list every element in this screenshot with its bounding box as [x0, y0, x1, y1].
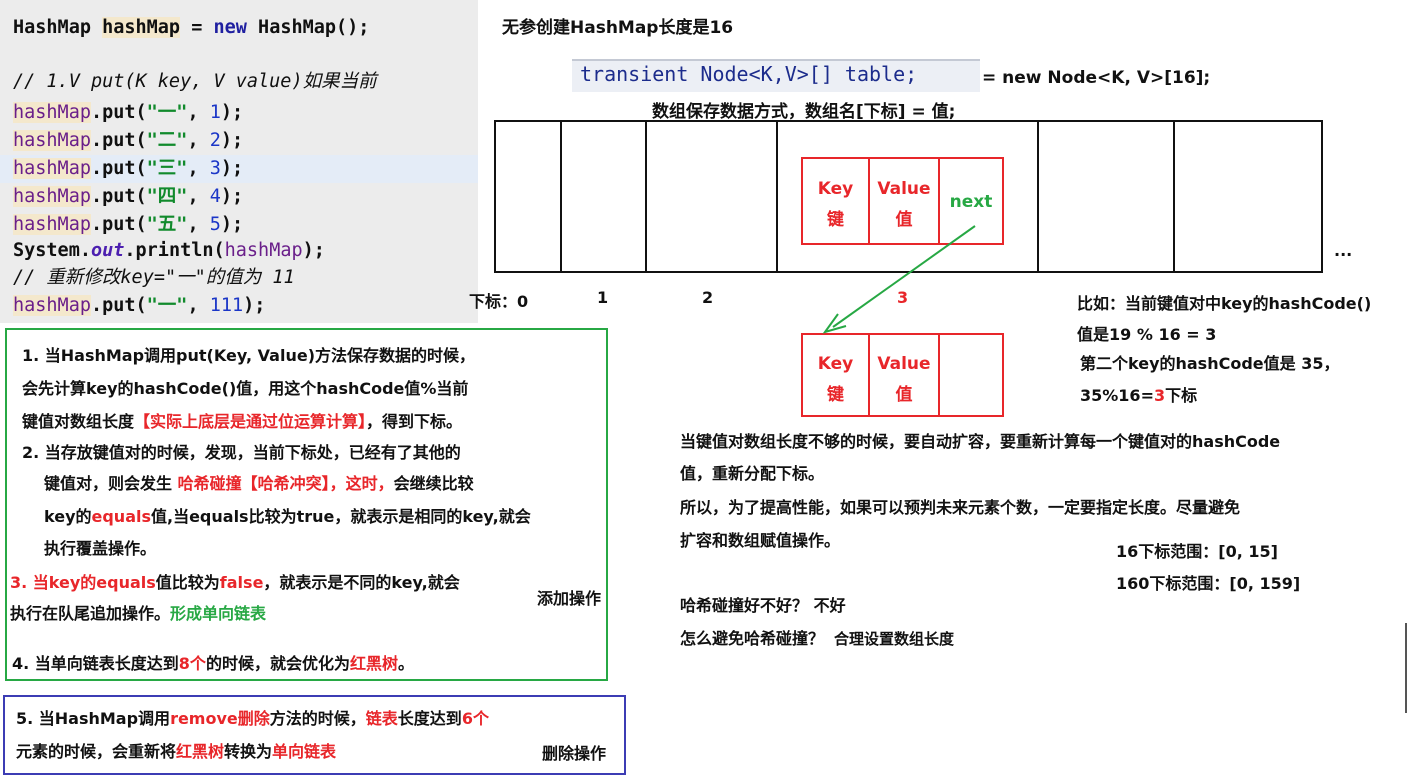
declaration-code-bg	[572, 59, 980, 92]
resize-note-2: 值，重新分配下标。	[680, 464, 825, 483]
hash-collision-question: 哈希碰撞好不好？ 不好	[680, 596, 846, 615]
index-label-0: 下标：0	[469, 292, 529, 311]
code-line-put-4: hashMap.put("四", 4);	[13, 186, 244, 207]
arrow-head	[822, 313, 847, 334]
code-panel: HashMap hashMap = new HashMap(); // 1.V …	[0, 0, 478, 323]
node-divider	[868, 335, 870, 415]
add-point-1-line-1: 1. 当HashMap调用put(Key, Value)方法保存数据的时候，	[22, 346, 476, 365]
add-point-2-line-1: 2. 当存放键值对的时候，发现，当前下标处，已经有了其他的	[22, 443, 461, 462]
code-line-put-1: hashMap.put("一", 1);	[13, 102, 244, 123]
array-table	[494, 120, 1323, 273]
array-note: 数组保存数据方式，数组名[下标] = 值;	[652, 102, 956, 122]
array-divider	[645, 122, 647, 271]
example-line-2: 值是19 % 16 = 3	[1077, 325, 1217, 344]
index-label-3: 3	[897, 288, 909, 307]
node-next-label: next	[949, 192, 993, 212]
remove-line-2: 元素的时候，会重新将红黑树转换为单向链表	[16, 742, 337, 761]
array-divider	[776, 122, 778, 271]
arrow-line	[832, 225, 976, 328]
add-operation-box	[5, 328, 608, 681]
code-line-declaration: HashMap hashMap = new HashMap();	[13, 17, 370, 38]
add-point-2-line-2: 键值对，则会发生 哈希碰撞【哈希冲突】，这时，会继续比较	[44, 474, 474, 493]
remove-operation-box	[3, 695, 626, 775]
code-comment-put: // 1.V put(K key, V value)如果当前	[13, 71, 377, 92]
edge-mark	[1405, 623, 1407, 713]
add-point-3-line-1: 3. 当key的equals值比较为false，就表示是不同的key,就会	[10, 573, 460, 592]
declaration-init: = new Node<K, V>[16];	[982, 68, 1211, 88]
example-line-1: 比如：当前键值对中key的hashCode()	[1077, 294, 1372, 313]
index-range-16: 16下标范围：[0, 15]	[1116, 542, 1278, 561]
node-divider	[938, 335, 940, 415]
array-divider	[1173, 122, 1175, 271]
code-line-put-2: hashMap.put("二", 2);	[13, 130, 244, 151]
diagram-title: 无参创建HashMap长度是16	[502, 18, 734, 38]
example-line-4: 35%16=3下标	[1080, 386, 1198, 405]
resize-note-1: 当键值对数组长度不够的时候，要自动扩容，要重新计算每一个键值对的hashCode	[680, 432, 1281, 451]
add-point-1-line-3: 键值对数组长度【实际上底层是通过位运算计算】，得到下标。	[22, 412, 463, 431]
index-label-1: 1	[597, 288, 609, 307]
add-operation-label: 添加操作	[537, 589, 602, 608]
index-label-2: 2	[702, 288, 714, 307]
code-line-println: System.out.println(hashMap);	[13, 240, 325, 261]
node-divider	[868, 159, 870, 243]
declaration-code: transient Node<K,V>[] table;	[580, 62, 918, 86]
code-line-put-3: hashMap.put("三", 3);	[13, 158, 244, 179]
array-divider	[560, 122, 562, 271]
node-divider	[938, 159, 940, 243]
resize-note-3: 所以，为了提高性能，如果可以预判未来元素个数，一定要指定长度。尽量避免	[680, 498, 1241, 517]
remove-operation-label: 删除操作	[542, 744, 607, 763]
code-line-put-5: hashMap.put("五", 5);	[13, 214, 244, 235]
example-line-3: 第二个key的hashCode值是 35，	[1080, 354, 1340, 373]
avoid-collision-question: 怎么避免哈希碰撞？合理设置数组长度	[680, 629, 955, 648]
resize-note-4: 扩容和数组赋值操作。	[680, 531, 841, 550]
code-line-put-modify: hashMap.put("一", 111);	[13, 295, 266, 316]
index-range-160: 160下标范围：[0, 159]	[1116, 574, 1301, 593]
add-point-3-line-2: 执行在队尾追加操作。形成单向链表	[10, 604, 267, 623]
add-point-1-line-2: 会先计算key的hashCode()值，用这个hashCode值%当前	[22, 379, 469, 398]
code-comment-modify: // 重新修改key="一"的值为 11	[13, 267, 295, 288]
add-point-2-line-3: key的equals值,当equals比较为true，就表示是相同的key,就会	[44, 507, 531, 526]
array-ellipsis: ...	[1334, 241, 1353, 260]
add-point-4: 4. 当单向链表长度达到8个的时候，就会优化为红黑树。	[12, 654, 414, 673]
remove-line-1: 5. 当HashMap调用remove删除方法的时候，链表长度达到6个	[16, 709, 489, 728]
add-point-2-line-4: 执行覆盖操作。	[44, 539, 157, 558]
array-divider	[1037, 122, 1039, 271]
